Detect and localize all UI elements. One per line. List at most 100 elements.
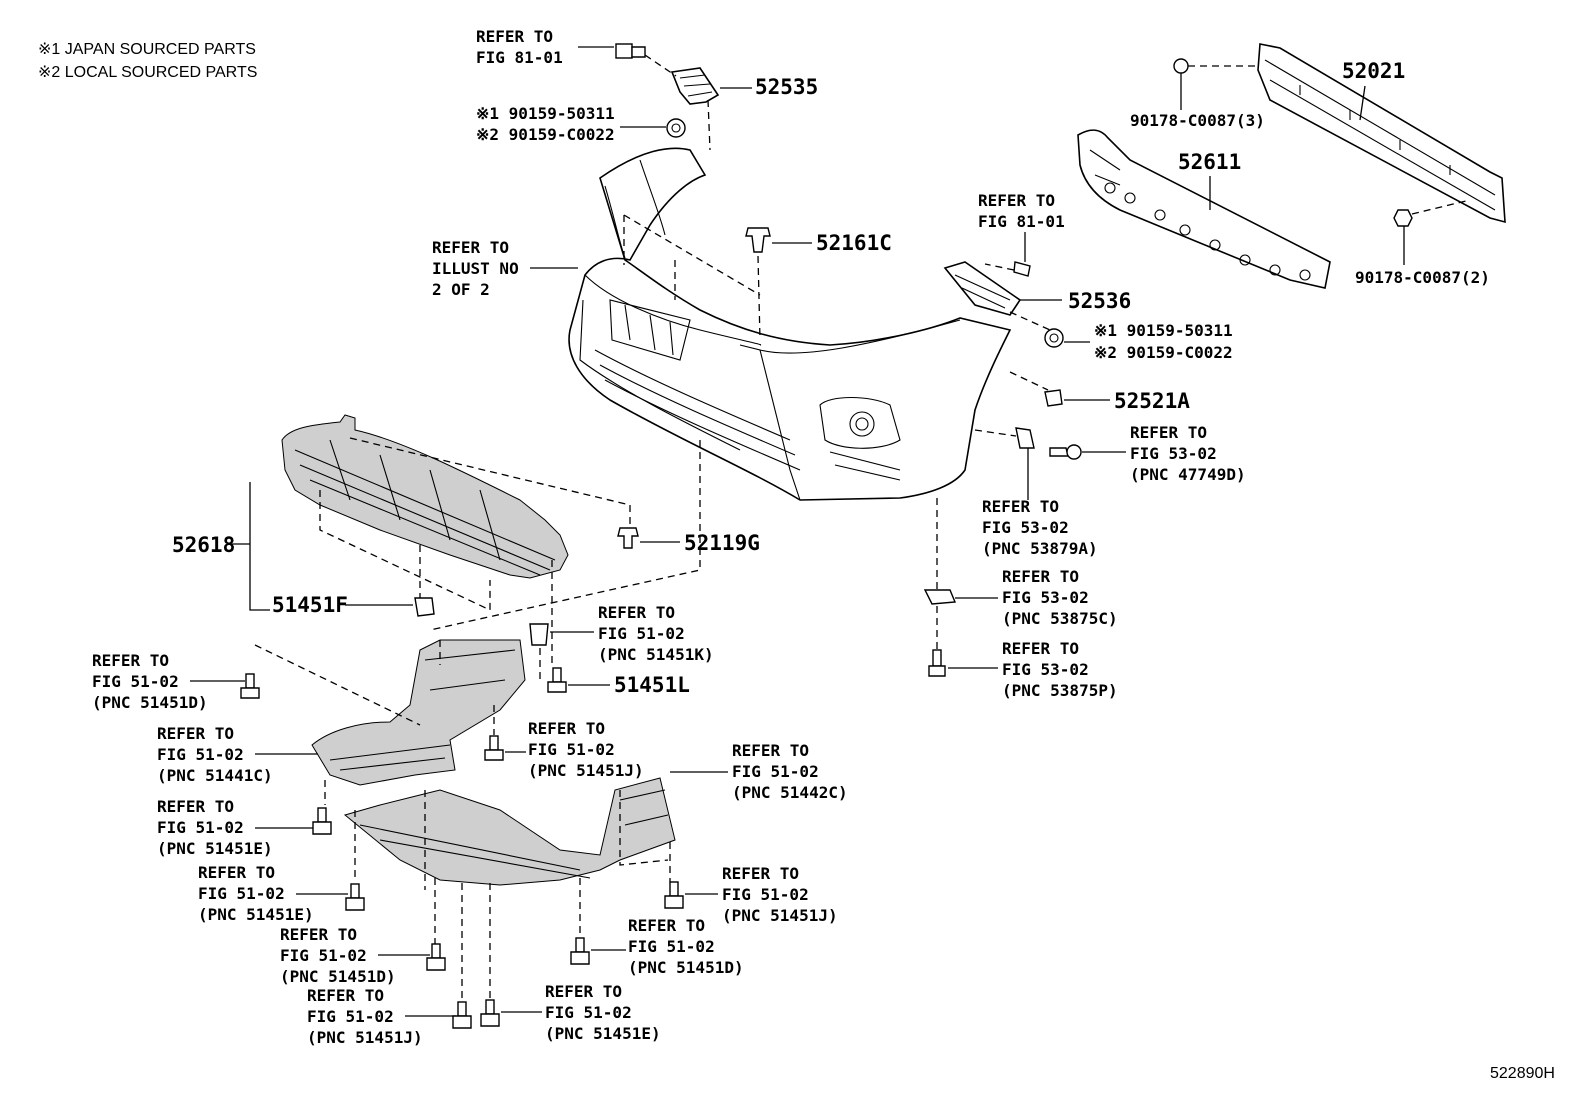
refer-fig-53-02-a: FIG 53-02 bbox=[1130, 444, 1217, 463]
refer-illust-no: ILLUST NO bbox=[432, 259, 519, 278]
refer-fig-53-02-d: FIG 53-02 bbox=[1002, 660, 1089, 679]
refer-pnc-47749D: (PNC 47749D) bbox=[1130, 465, 1246, 484]
clip-51451K bbox=[529, 623, 549, 646]
clip-52521A bbox=[1044, 389, 1063, 407]
refer-label: REFER TO bbox=[1130, 423, 1207, 442]
refer-label: REFER TO bbox=[476, 27, 553, 46]
refer-fig-51-02-d-c: FIG 51-02 bbox=[280, 946, 367, 965]
clip-52161C bbox=[745, 227, 771, 253]
refer-pnc-51451J-a: (PNC 51451J) bbox=[528, 761, 644, 780]
clip-top bbox=[615, 43, 646, 59]
part-number-52161C: 52161C bbox=[816, 231, 892, 255]
refer-pnc-51442C: (PNC 51442C) bbox=[732, 783, 848, 802]
refer-pnc-51451E-a: (PNC 51451E) bbox=[157, 839, 273, 858]
bolt-51451J-a bbox=[484, 735, 504, 761]
bolt-51451J-b bbox=[664, 881, 684, 909]
bolt-51451L bbox=[547, 667, 567, 693]
refer-label: REFER TO bbox=[732, 741, 809, 760]
refer-label: REFER TO bbox=[722, 864, 799, 883]
part-number-52021: 52021 bbox=[1342, 59, 1405, 83]
alt-part-local-right: ※2 90159-C0022 bbox=[1094, 343, 1233, 362]
part-number-52119G: 52119G bbox=[684, 531, 760, 555]
bolt-90178-C0087-2: 90178-C0087(2) bbox=[1355, 268, 1490, 287]
nut-53875C bbox=[923, 589, 957, 605]
refer-label: REFER TO bbox=[157, 724, 234, 743]
refer-fig-51-02-e-a: FIG 51-02 bbox=[157, 818, 244, 837]
refer-label: REFER TO bbox=[545, 982, 622, 1001]
nut-right bbox=[1044, 328, 1064, 348]
retainer-52536 bbox=[943, 261, 1022, 316]
refer-fig-53-02-c: FIG 53-02 bbox=[1002, 588, 1089, 607]
refer-fig-51-02-441c: FIG 51-02 bbox=[157, 745, 244, 764]
refer-label: REFER TO bbox=[92, 651, 169, 670]
clip-right bbox=[1013, 261, 1031, 277]
refer-fig-81-01-top: FIG 81-01 bbox=[476, 48, 563, 67]
part-number-52521A: 52521A bbox=[1114, 389, 1190, 413]
refer-fig-51-02-e-c: FIG 51-02 bbox=[545, 1003, 632, 1022]
bolt-90178-lower bbox=[1393, 209, 1413, 227]
lower-cover-52618 bbox=[281, 414, 569, 579]
refer-pnc-51451E-c: (PNC 51451E) bbox=[545, 1024, 661, 1043]
part-number-52611: 52611 bbox=[1178, 150, 1241, 174]
note-japan-sourced: ※1 JAPAN SOURCED PARTS bbox=[38, 41, 256, 58]
diagram-id: 522890H bbox=[1490, 1065, 1555, 1082]
bumper-cover bbox=[568, 147, 1012, 501]
refer-pnc-51451D-a: (PNC 51451D) bbox=[92, 693, 208, 712]
alt-part-local-top: ※2 90159-C0022 bbox=[476, 125, 615, 144]
bolt-90178-upper bbox=[1173, 58, 1189, 74]
refer-fig-51-02-d-b: FIG 51-02 bbox=[628, 937, 715, 956]
bumper-reinforcement-52021 bbox=[1257, 43, 1506, 224]
bolt-51451D-b bbox=[570, 937, 590, 965]
refer-label: REFER TO bbox=[432, 238, 509, 257]
bolt-51451D-a bbox=[240, 673, 260, 699]
refer-fig-51-02-k: FIG 51-02 bbox=[598, 624, 685, 643]
bolt-51451E-c bbox=[480, 999, 500, 1027]
clip-52119G bbox=[617, 527, 639, 549]
refer-label: REFER TO bbox=[1002, 639, 1079, 658]
refer-illust-2-of-2: 2 OF 2 bbox=[432, 280, 490, 299]
part-number-51451F: 51451F bbox=[272, 593, 348, 617]
screw-47749D bbox=[1049, 444, 1082, 460]
bolt-51451E-b bbox=[345, 883, 365, 911]
refer-label: REFER TO bbox=[157, 797, 234, 816]
bolt-51451J-c bbox=[452, 1001, 472, 1029]
refer-fig-81-01-right: FIG 81-01 bbox=[978, 212, 1065, 231]
refer-label: REFER TO bbox=[528, 719, 605, 738]
refer-fig-51-02-e-b: FIG 51-02 bbox=[198, 884, 285, 903]
engine-under-cover-51441C bbox=[311, 639, 526, 786]
part-number-52535: 52535 bbox=[755, 75, 818, 99]
alt-part-jp-top: ※1 90159-50311 bbox=[476, 104, 615, 123]
refer-label: REFER TO bbox=[1002, 567, 1079, 586]
clip-51451F bbox=[414, 597, 435, 617]
refer-label: REFER TO bbox=[978, 191, 1055, 210]
refer-fig-51-02-j-c: FIG 51-02 bbox=[307, 1007, 394, 1026]
energy-absorber-52611 bbox=[1077, 129, 1331, 289]
refer-pnc-51441C: (PNC 51441C) bbox=[157, 766, 273, 785]
refer-pnc-51451J-b: (PNC 51451J) bbox=[722, 906, 838, 925]
bolt-51451E-a bbox=[312, 807, 332, 835]
refer-pnc-51451K: (PNC 51451K) bbox=[598, 645, 714, 664]
engine-under-cover-51442C bbox=[343, 777, 676, 886]
alt-part-jp-right: ※1 90159-50311 bbox=[1094, 321, 1233, 340]
refer-pnc-51451J-c: (PNC 51451J) bbox=[307, 1028, 423, 1047]
refer-pnc-51451D-b: (PNC 51451D) bbox=[628, 958, 744, 977]
refer-pnc-51451D-c: (PNC 51451D) bbox=[280, 967, 396, 986]
nut-top bbox=[666, 118, 686, 138]
bolt-51451D-c bbox=[426, 943, 446, 971]
refer-label: REFER TO bbox=[307, 986, 384, 1005]
part-number-52618: 52618 bbox=[172, 533, 235, 557]
bolt-53875P bbox=[928, 649, 946, 677]
refer-pnc-51451E-b: (PNC 51451E) bbox=[198, 905, 314, 924]
bolt-90178-C0087-3: 90178-C0087(3) bbox=[1130, 111, 1265, 130]
refer-label: REFER TO bbox=[628, 916, 705, 935]
retainer-52535 bbox=[670, 67, 720, 105]
nut-53879A bbox=[1015, 427, 1035, 449]
refer-label: REFER TO bbox=[982, 497, 1059, 516]
part-number-52536: 52536 bbox=[1068, 289, 1131, 313]
refer-fig-51-02-j-a: FIG 51-02 bbox=[528, 740, 615, 759]
refer-pnc-53875P: (PNC 53875P) bbox=[1002, 681, 1118, 700]
refer-fig-51-02-d-a: FIG 51-02 bbox=[92, 672, 179, 691]
refer-label: REFER TO bbox=[198, 863, 275, 882]
note-local-sourced: ※2 LOCAL SOURCED PARTS bbox=[38, 64, 257, 81]
